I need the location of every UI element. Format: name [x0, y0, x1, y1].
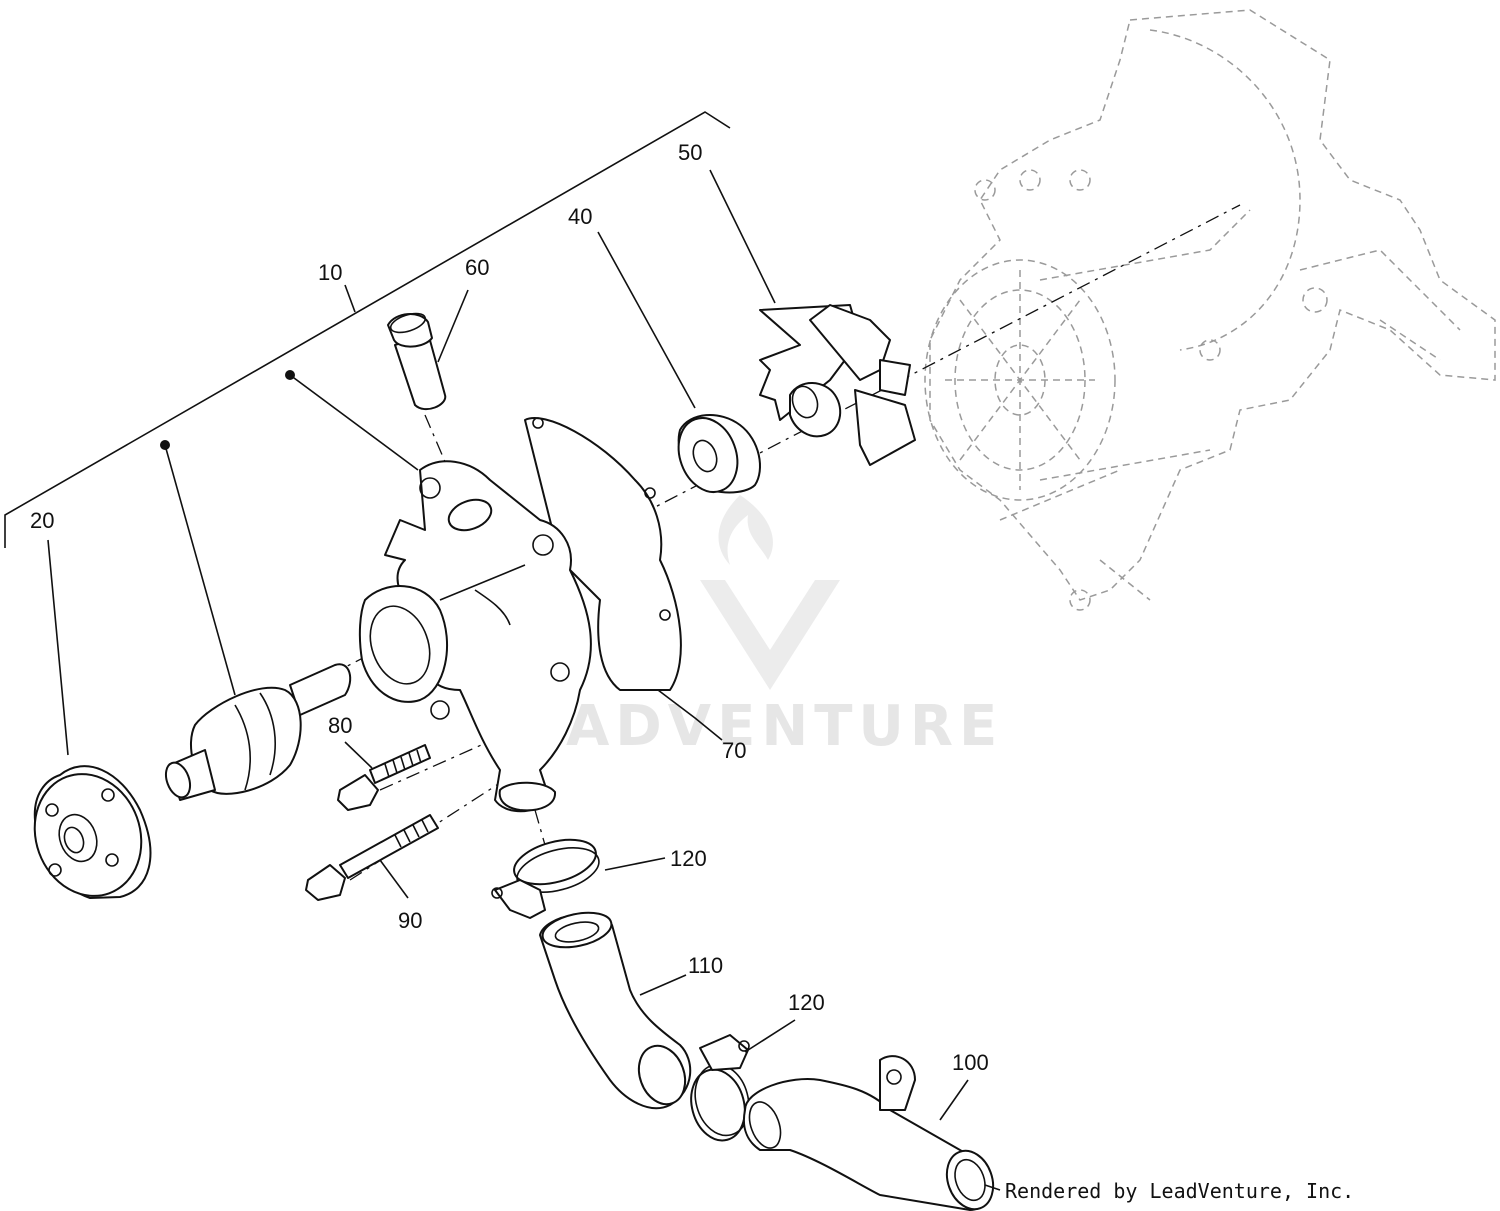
seal-40: [677, 413, 761, 494]
plug-60: [387, 312, 447, 411]
engine-block-ghost: [924, 9, 1496, 611]
callout-60: 60: [465, 255, 489, 280]
leader-lines: [47, 169, 1001, 1191]
water-pump-housing: [358, 417, 682, 813]
hose-110: [539, 911, 692, 1110]
callout-110: 110: [688, 953, 723, 978]
clamp-120-upper: [491, 838, 600, 919]
render-credit: Rendered by LeadVenture, Inc.: [1005, 1179, 1354, 1203]
bolt-90: [305, 814, 439, 901]
callout-10: 10: [318, 260, 342, 285]
callout-20: 20: [30, 508, 54, 533]
callout-70: 70: [722, 738, 746, 763]
callout-90: 90: [398, 908, 422, 933]
assembly-bracket: [4, 111, 731, 548]
center-axis: [329, 204, 1241, 676]
impeller-50: [759, 304, 916, 466]
callout-50: 50: [678, 140, 702, 165]
bearing-shaft: [164, 663, 352, 801]
callout-100: 100: [952, 1050, 989, 1075]
outlet-axis: [534, 809, 546, 846]
callout-120-upper: 120: [670, 846, 707, 871]
pulley-flange: [33, 765, 152, 899]
callout-40: 40: [568, 204, 592, 229]
bolt-80: [337, 744, 431, 811]
clamp-120-lower: [690, 1034, 750, 1142]
outlet-pipe-100: [742, 1055, 995, 1211]
callout-120-lower: 120: [788, 990, 825, 1015]
callout-80: 80: [328, 713, 352, 738]
